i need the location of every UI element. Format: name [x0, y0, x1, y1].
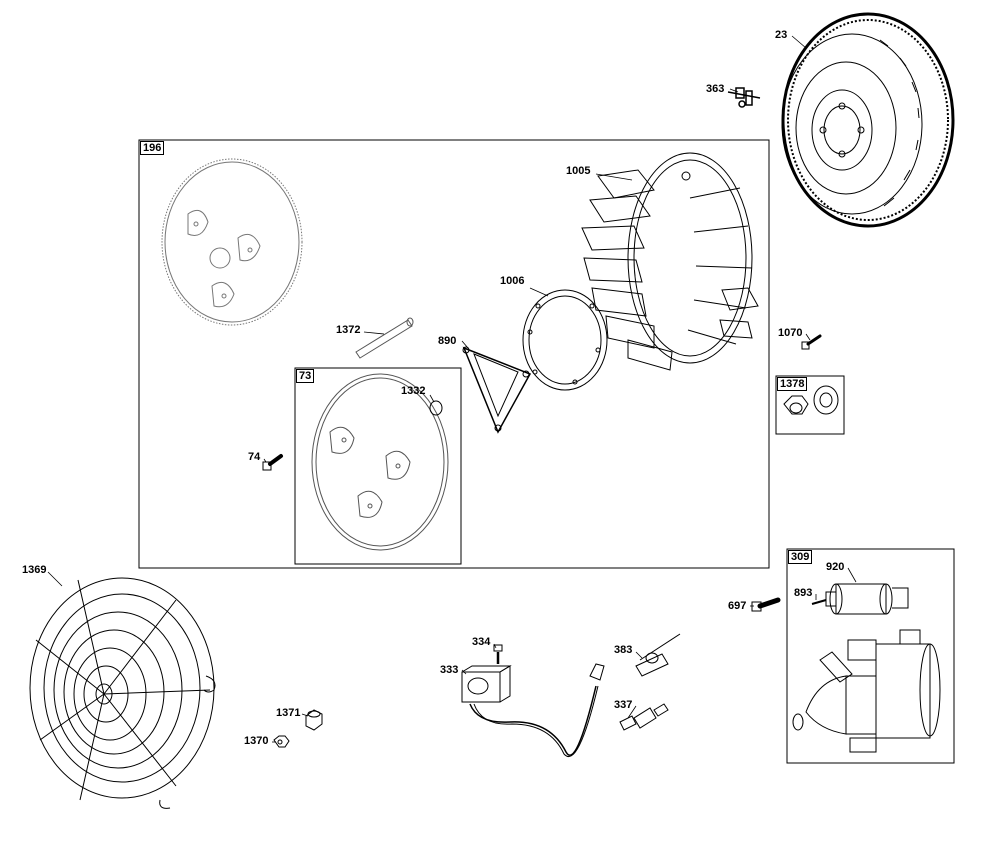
part-label-1372: 1372 — [336, 324, 361, 336]
leader-1369 — [47, 571, 63, 587]
group-frame-309 — [786, 548, 955, 764]
part-label-74: 74 — [248, 451, 261, 463]
washer-1332-part — [429, 400, 443, 416]
group-frame-73 — [294, 367, 462, 565]
nut-washer-set-part — [783, 385, 839, 415]
leader-1332 — [429, 394, 435, 403]
leader-1006 — [529, 287, 549, 297]
leader-334 — [493, 643, 497, 649]
leader-383 — [635, 651, 643, 659]
cooling-fan-part — [581, 152, 759, 371]
group-label-73: 73 — [296, 369, 315, 383]
leader-920 — [847, 567, 857, 583]
solenoid-920-part — [825, 583, 909, 615]
part-label-890: 890 — [438, 335, 457, 347]
group-label-1378: 1378 — [777, 377, 808, 391]
leader-1371 — [301, 713, 309, 717]
fan-cover-plate-part — [161, 158, 303, 326]
bolt-1070-head — [801, 341, 810, 350]
leader-333 — [461, 669, 467, 675]
plug-boot-383-part — [635, 633, 681, 677]
triangle-bracket-part — [462, 346, 532, 434]
part-label-1370: 1370 — [244, 735, 269, 747]
part-label-383: 383 — [614, 644, 633, 656]
inner-cover-plate-part — [311, 373, 449, 551]
standoff-pin-part — [355, 317, 414, 359]
part-label-1371: 1371 — [276, 707, 301, 719]
leader-363 — [729, 88, 739, 93]
flywheel-ring-gear-part — [781, 12, 955, 228]
leader-1005 — [595, 173, 633, 181]
part-label-1332: 1332 — [401, 385, 426, 397]
fan-guard-grille-part — [29, 577, 216, 809]
group-frame-1378 — [775, 375, 845, 435]
leader-337 — [627, 705, 637, 719]
screw-334-head — [493, 644, 503, 652]
bolt-893-part — [811, 599, 827, 605]
leader-74 — [263, 458, 267, 463]
part-label-1369: 1369 — [22, 564, 47, 576]
ignition-module-part — [461, 663, 605, 757]
leader-1070 — [805, 333, 811, 341]
part-label-334: 334 — [472, 636, 491, 648]
leader-1372 — [363, 331, 385, 335]
group-label-309: 309 — [788, 550, 813, 564]
bolt-697-part — [757, 597, 781, 609]
part-label-893: 893 — [794, 587, 813, 599]
group-label-196: 196 — [140, 141, 165, 155]
bolt-1070-part — [806, 334, 822, 346]
part-label-1006: 1006 — [500, 275, 525, 287]
leader-23 — [791, 35, 807, 49]
fan-gasket-ring-part — [522, 289, 608, 391]
spacer-1371-part — [305, 709, 323, 731]
part-label-920: 920 — [826, 561, 845, 573]
part-label-363: 363 — [706, 83, 725, 95]
part-label-1070: 1070 — [778, 327, 803, 339]
part-label-333: 333 — [440, 664, 459, 676]
part-label-697: 697 — [728, 600, 747, 612]
group-frame-196 — [138, 139, 770, 569]
leader-890 — [461, 340, 469, 349]
nut-1370-part — [273, 735, 290, 748]
bolt-74-head — [262, 461, 272, 471]
part-label-23: 23 — [775, 29, 788, 41]
bolt-74-part — [268, 454, 283, 466]
part-label-1005: 1005 — [566, 165, 591, 177]
part-label-337: 337 — [614, 699, 633, 711]
bolt-697-head — [751, 601, 762, 612]
starter-motor-309-part — [792, 629, 941, 753]
sensor-bracket-part — [727, 87, 761, 108]
